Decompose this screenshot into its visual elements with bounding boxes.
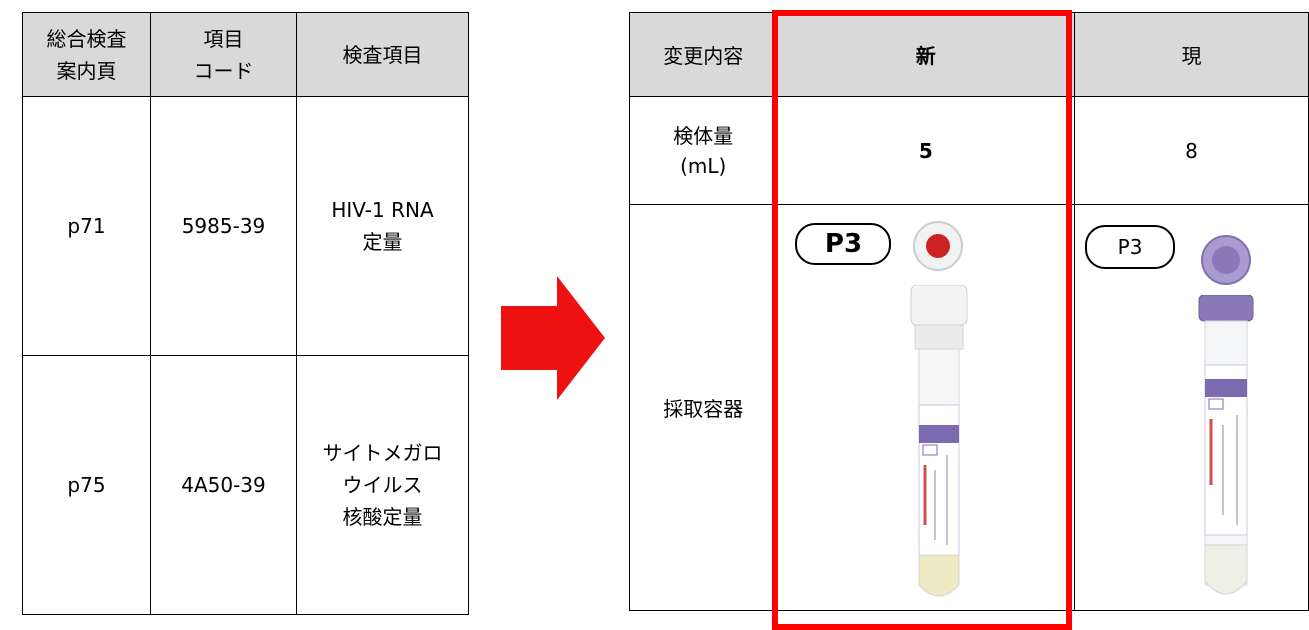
item-code-cell: 4A50-39 (150, 355, 297, 615)
table-row: p75 4A50-39 サイトメガロ ウイルス 核酸定量 (22, 355, 469, 615)
test-item-cell: サイトメガロ ウイルス 核酸定量 (296, 355, 469, 615)
header-change: 変更内容 (628, 12, 778, 97)
header-new: 新 (776, 12, 1076, 97)
volume-label: 検体量 (mL) (628, 96, 778, 205)
header-row: 変更内容 新 現 (628, 12, 1309, 97)
change-table: 変更内容 新 現 検体量 (mL) 5 8 採取容器 P3 (628, 12, 1309, 611)
p3-badge-current: P3 (1085, 225, 1176, 269)
container-new: P3 (776, 204, 1076, 611)
guide-page-cell: p71 (22, 96, 151, 356)
volume-new: 5 (776, 96, 1076, 205)
tube-cap-icon (1201, 235, 1252, 285)
test-item-table: 総合検査 案内頁 項目 コード 検査項目 p71 5985-39 HIV-1 R… (22, 12, 469, 615)
header-item-code: 項目 コード (150, 12, 297, 97)
header-current: 現 (1074, 12, 1309, 97)
guide-page-cell: p75 (22, 355, 151, 615)
blood-tube-icon (1198, 295, 1254, 595)
container-current: P3 (1074, 204, 1309, 611)
volume-current: 8 (1074, 96, 1309, 205)
right-arrow-icon (501, 276, 605, 400)
test-item-cell: HIV-1 RNA 定量 (296, 96, 469, 356)
header-guide-page: 総合検査 案内頁 (22, 12, 151, 97)
tube-cap-icon (913, 221, 964, 271)
item-code-cell: 5985-39 (150, 96, 297, 356)
container-label: 採取容器 (628, 204, 778, 611)
blood-tube-icon (910, 285, 968, 597)
header-test-item: 検査項目 (296, 12, 469, 97)
p3-badge-new: P3 (795, 223, 892, 265)
container-row: 採取容器 P3 P3 (628, 204, 1309, 611)
table-row: p71 5985-39 HIV-1 RNA 定量 (22, 96, 469, 356)
header-row: 総合検査 案内頁 項目 コード 検査項目 (22, 12, 469, 97)
volume-row: 検体量 (mL) 5 8 (628, 96, 1309, 205)
